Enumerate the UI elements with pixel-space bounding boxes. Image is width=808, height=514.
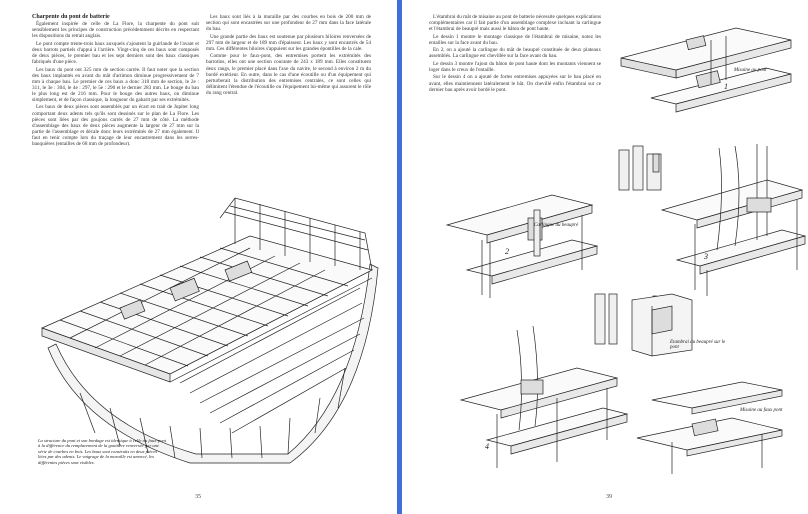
left-column-1: Charpente du pont de batterie Également … — [32, 14, 199, 149]
paragraph: Le pont compte trente-trois baux auxquel… — [32, 40, 199, 66]
drawing-2 — [445, 194, 599, 298]
paragraph: L'étambrai du mât de misaine au pont de … — [429, 14, 601, 33]
figure-number-4: 4 — [485, 442, 489, 451]
paragraph: Le dessin 1 montre le montage classique … — [429, 33, 601, 46]
paragraph: Les baux du pont ont 325 mm de section c… — [32, 66, 199, 103]
left-page: Charpente du pont de batterie Également … — [0, 0, 397, 514]
label-misaine-faux-pont: Misaine au faux pont — [740, 408, 783, 413]
figure-number-1: 1 — [724, 82, 728, 91]
paragraph: Comme pour le faux-pont, des entremises … — [206, 53, 371, 96]
right-page: L'étambrai du mât de misaine au pont de … — [402, 0, 808, 514]
label-carlingue: Carlingue du beaupré — [534, 223, 579, 228]
paragraph: En 2, on a ajouté la carlingue du mât de… — [429, 47, 601, 60]
paragraph: Sur le dessin 4 on a ajouté de fortes en… — [429, 74, 601, 93]
left-column-2: Les baux sont liés à la muraille par des… — [206, 14, 371, 97]
drawing-1 — [620, 27, 792, 113]
figure-number-2: 2 — [505, 247, 509, 256]
drawing-3 — [618, 144, 807, 296]
drawing-4 — [459, 293, 657, 468]
paragraph: Le dessin 3 montre l'ajout du bâton de p… — [429, 60, 601, 73]
page-number: 35 — [195, 494, 201, 500]
drawing-faux-pont — [636, 381, 783, 474]
label-misaine-pont: Misaine au pont — [734, 68, 767, 73]
illustration-caption: La structure du pont et son bordage est … — [38, 438, 167, 465]
figure-number-3: 3 — [704, 252, 708, 261]
spread-divider — [397, 0, 402, 514]
right-text-column: L'étambrai du mât de misaine au pont de … — [429, 14, 601, 94]
paragraph: Les baux de deux pièces sont assemblés p… — [32, 104, 199, 148]
deck-structure-illustration — [41, 197, 379, 464]
paragraph: Les baux sont liés à la muraille par des… — [206, 14, 371, 33]
paragraph: Une grande partie des baux est soutenue … — [206, 33, 371, 52]
label-etambrai: Etambrai du beaupré sur le pont — [670, 340, 726, 350]
paragraph: Également inspirée de celle de La Flore,… — [32, 21, 199, 40]
page-number: 39 — [606, 494, 612, 500]
etambrai-piece — [631, 293, 693, 357]
section-heading: Charpente du pont de batterie — [32, 14, 110, 20]
